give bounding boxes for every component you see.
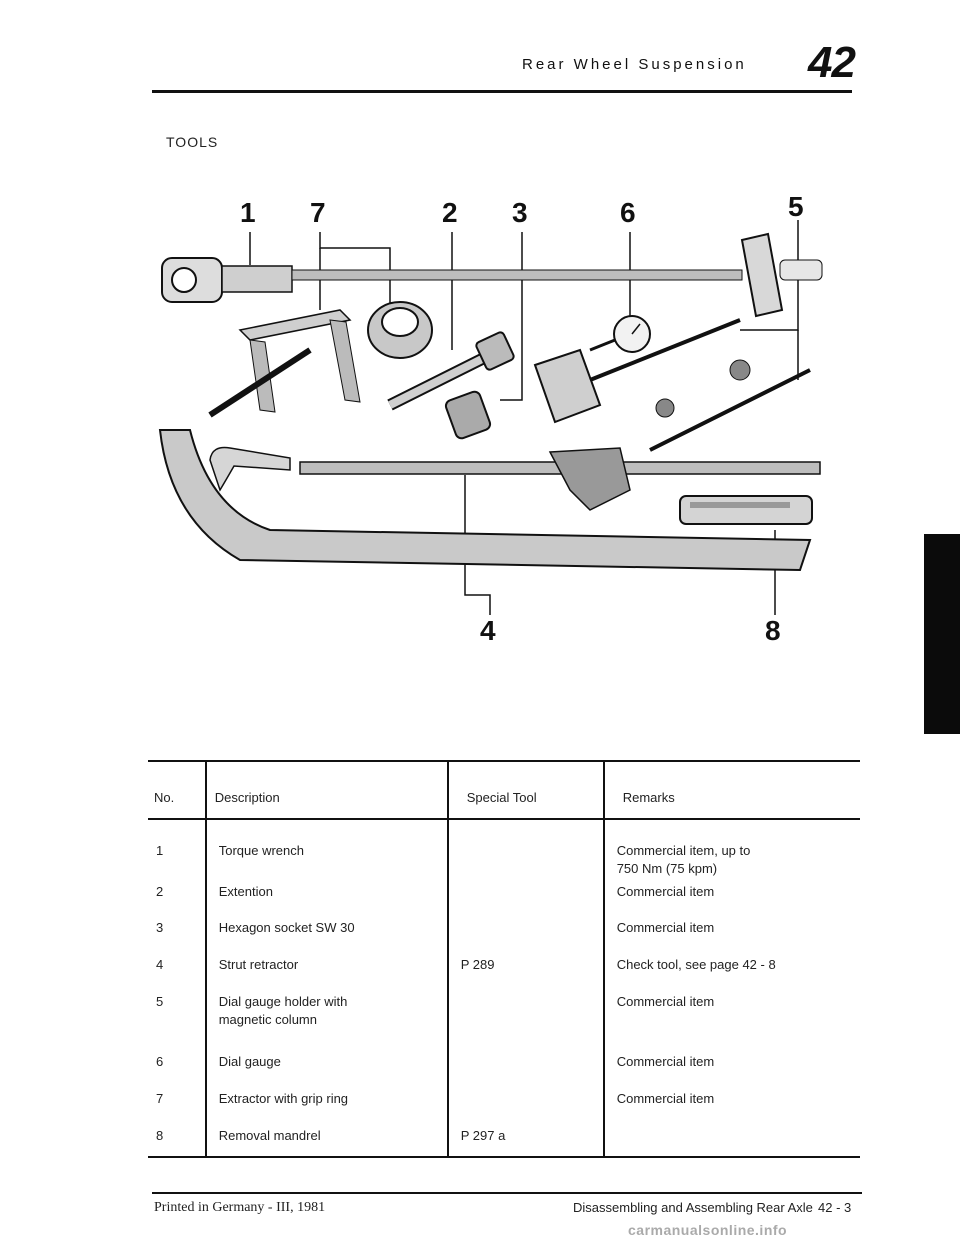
row-remarks: Commercial item — [616, 920, 715, 936]
callout-7: 7 — [310, 197, 326, 228]
header-remarks: Remarks — [603, 760, 860, 820]
callout-4: 4 — [480, 615, 496, 646]
callout-6: 6 — [620, 197, 636, 228]
row-special-tool: P 289 — [447, 956, 605, 993]
chapter-tab-marker — [924, 534, 960, 734]
row-number: 2 — [148, 882, 207, 920]
row-remarks: Commercial item — [616, 1090, 715, 1106]
header-description: Description — [205, 760, 449, 820]
row-special-tool — [447, 1089, 605, 1127]
callout-2: 2 — [442, 197, 458, 228]
row-number: 6 — [148, 1053, 207, 1090]
footer-page-number: 42 - 3 — [818, 1200, 852, 1215]
callout-3: 3 — [512, 197, 528, 228]
row-remarks: Check tool, see page 42 - 8 — [616, 957, 776, 973]
callout-1: 1 — [240, 197, 256, 228]
row-description: Hexagon socket SW 30 — [205, 919, 449, 957]
row-number: 4 — [148, 956, 207, 993]
row-number: 8 — [148, 1126, 207, 1159]
row-description: Torque wrench — [205, 819, 449, 883]
torque-wrench-drawing — [161, 232, 823, 318]
page-section-title: TOOLS — [166, 134, 219, 150]
row-special-tool — [447, 882, 605, 920]
header-special-tool: Special Tool — [447, 760, 605, 820]
row-remarks: Commercial item — [616, 993, 715, 1009]
row-number: 5 — [148, 992, 207, 1054]
row-description: Dial gauge — [205, 1053, 449, 1090]
row-number: 3 — [148, 919, 207, 957]
row-description: Dial gauge holder with magnetic column — [205, 992, 449, 1054]
tools-illustration: 1 7 2 3 6 5 4 8 — [158, 191, 823, 646]
row-remarks: Commercial item, up to 750 Nm (75 kpm) — [616, 843, 751, 876]
extension-socket-drawing — [387, 331, 515, 440]
callout-8: 8 — [765, 615, 781, 646]
row-remarks: Commercial item — [616, 883, 715, 899]
row-special-tool — [447, 1053, 605, 1090]
header-rule — [152, 90, 852, 93]
row-description: Extractor with grip ring — [205, 1089, 449, 1127]
row-special-tool — [447, 992, 605, 1054]
row-special-tool — [447, 919, 605, 957]
footer-chapter-title: Disassembling and Assembling Rear Axle — [573, 1200, 813, 1215]
header-chapter-number: 42 — [808, 38, 856, 87]
strut-retractor-drawing — [158, 429, 821, 572]
removal-mandrel-drawing — [679, 495, 813, 525]
row-special-tool — [447, 819, 605, 883]
row-number: 1 — [148, 819, 207, 883]
dial-gauge-drawing — [589, 315, 651, 353]
row-description: Extention — [205, 882, 449, 920]
row-description: Strut retractor — [205, 956, 449, 993]
footer-printed: Printed in Germany - III, 1981 — [154, 1200, 326, 1215]
grip-ring-drawing — [367, 301, 433, 359]
extractor-drawing — [208, 309, 361, 418]
header-no: No. — [148, 760, 207, 820]
row-description: Removal mandrel — [205, 1126, 449, 1159]
callout-5: 5 — [788, 191, 804, 222]
row-number: 7 — [148, 1089, 207, 1127]
row-special-tool: P 297 a — [447, 1126, 605, 1159]
row-remarks: Commercial item — [616, 1054, 715, 1070]
gauge-holder-drawing — [533, 318, 811, 452]
row-remarks — [603, 1126, 860, 1159]
watermark: carmanualsonline.info — [628, 1222, 788, 1238]
header-section-title: Rear Wheel Suspension — [522, 56, 747, 73]
footer-rule — [152, 1192, 862, 1194]
